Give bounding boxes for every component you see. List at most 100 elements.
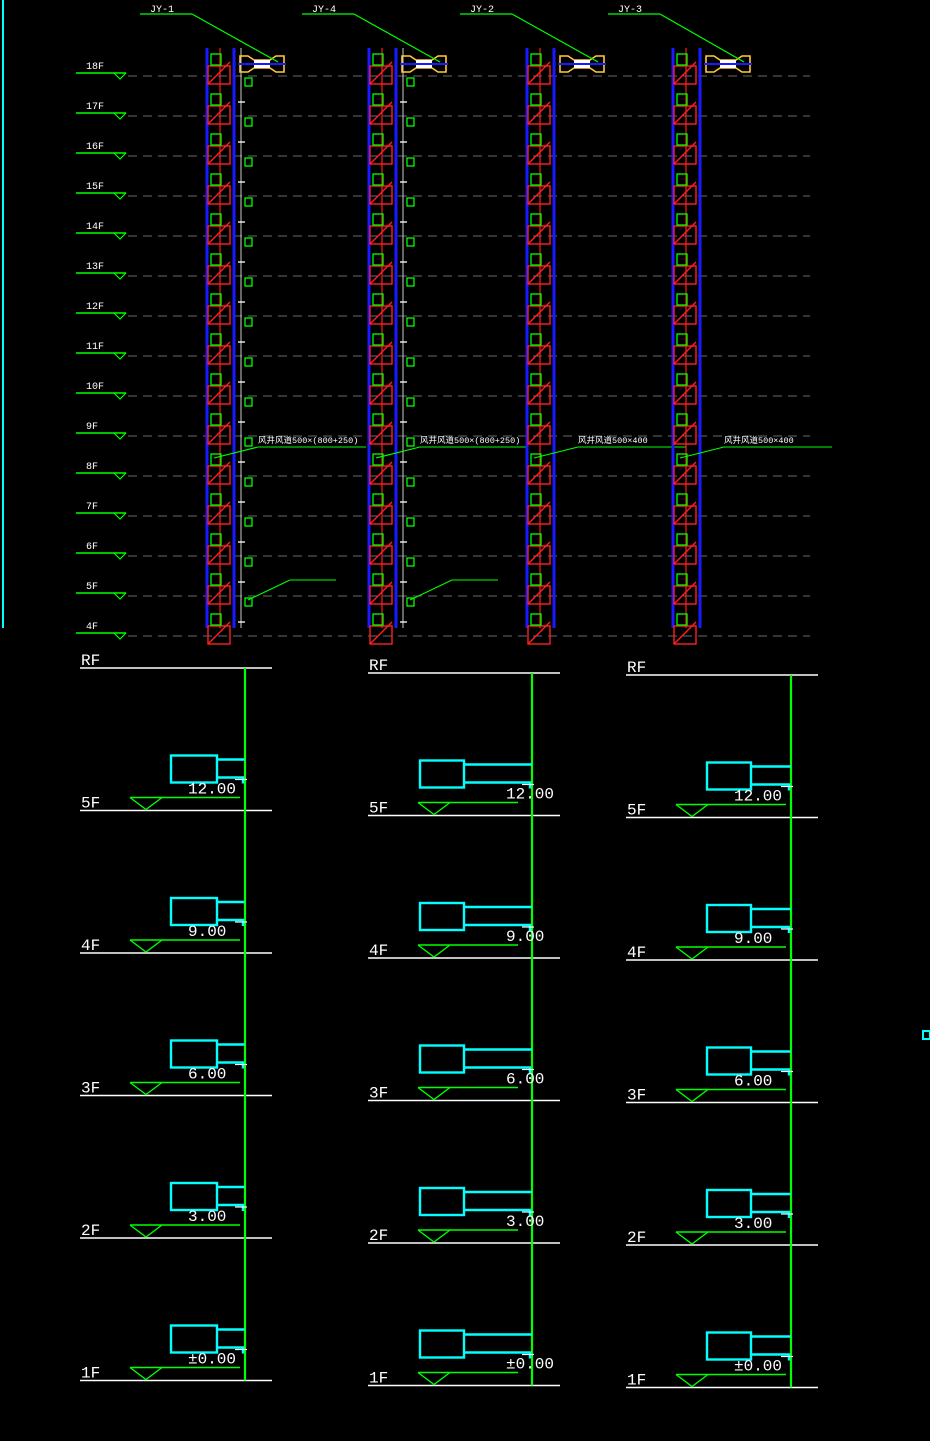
floor-label: 11F xyxy=(86,342,104,353)
damper-icon xyxy=(372,133,384,146)
bracket xyxy=(673,185,697,205)
bracket xyxy=(207,465,231,485)
bracket-diagonal xyxy=(673,301,697,325)
bracket-diagonal xyxy=(527,461,551,485)
elevation-triangle xyxy=(417,1086,451,1101)
bracket-diagonal xyxy=(369,381,393,405)
bracket xyxy=(527,305,551,325)
damper-icon xyxy=(210,173,222,186)
floor-label: 15F xyxy=(86,182,104,193)
bracket-diagonal xyxy=(673,381,697,405)
level-triangle xyxy=(113,632,127,640)
damper-icon xyxy=(372,453,384,466)
damper-icon xyxy=(210,453,222,466)
bracket xyxy=(527,225,551,245)
floor-label: 9F xyxy=(86,422,98,433)
damper-icon xyxy=(372,53,384,66)
outlet-icon xyxy=(406,477,415,487)
bracket-diagonal xyxy=(673,341,697,365)
bracket-diagonal xyxy=(369,501,393,525)
elevation-value: 6.00 xyxy=(506,1071,544,1089)
damper-icon xyxy=(676,493,688,506)
damper-icon xyxy=(372,293,384,306)
outlet-icon xyxy=(406,237,415,247)
floor-label: RF xyxy=(369,657,388,675)
floor-label: 4F xyxy=(627,944,646,962)
bracket-diagonal xyxy=(527,301,551,325)
riser-id-label: JY-3 xyxy=(618,5,642,16)
bracket-diagonal xyxy=(673,141,697,165)
bracket-diagonal xyxy=(527,581,551,605)
damper-icon xyxy=(676,453,688,466)
riser-id-label: JY-2 xyxy=(470,5,494,16)
bracket-diagonal xyxy=(369,181,393,205)
fan-coil-unit xyxy=(169,1039,219,1069)
bracket xyxy=(207,625,231,645)
damper-icon xyxy=(530,573,542,586)
floor-label: 13F xyxy=(86,262,104,273)
bracket-diagonal xyxy=(369,541,393,565)
bracket-diagonal xyxy=(369,221,393,245)
bracket xyxy=(527,105,551,125)
outlet-icon xyxy=(406,157,415,167)
level-triangle xyxy=(113,152,127,160)
bracket xyxy=(673,585,697,605)
outlet-icon xyxy=(244,317,253,327)
bracket xyxy=(673,625,697,645)
damper-icon xyxy=(372,213,384,226)
bracket xyxy=(527,425,551,445)
bracket xyxy=(527,385,551,405)
bracket-diagonal xyxy=(207,61,231,85)
floor-label: 12F xyxy=(86,302,104,313)
damper-icon xyxy=(676,373,688,386)
bracket xyxy=(527,185,551,205)
damper-icon xyxy=(676,173,688,186)
floor-label: 2F xyxy=(369,1227,388,1245)
bracket xyxy=(369,625,393,645)
damper-icon xyxy=(210,573,222,586)
damper-icon xyxy=(530,293,542,306)
outlet-icon xyxy=(244,77,253,87)
bracket xyxy=(673,345,697,365)
bracket xyxy=(207,225,231,245)
damper-icon xyxy=(676,133,688,146)
damper-icon xyxy=(372,93,384,106)
elevation-triangle xyxy=(417,1229,451,1243)
bracket xyxy=(527,585,551,605)
fan-coil-unit xyxy=(705,1331,753,1361)
floor-label: 3F xyxy=(627,1087,646,1105)
elevation-value: 3.00 xyxy=(734,1215,772,1233)
damper-icon xyxy=(676,573,688,586)
damper-icon xyxy=(372,413,384,426)
bracket-diagonal xyxy=(673,181,697,205)
bracket-diagonal xyxy=(527,421,551,445)
bracket xyxy=(673,225,697,245)
connecting-duct xyxy=(464,1333,532,1359)
bracket xyxy=(207,265,231,285)
bracket-diagonal xyxy=(207,541,231,565)
bracket xyxy=(369,265,393,285)
elevation-value: ±0.00 xyxy=(506,1356,554,1374)
fan-coil-unit xyxy=(169,896,219,927)
elevation-triangle xyxy=(129,1224,163,1238)
outlet-icon xyxy=(244,597,253,607)
damper-icon xyxy=(372,253,384,266)
connecting-duct xyxy=(464,1190,532,1216)
damper-icon xyxy=(676,53,688,66)
elevation-value: ±0.00 xyxy=(188,1351,236,1369)
connecting-duct xyxy=(751,1050,791,1076)
bracket xyxy=(369,145,393,165)
riser-leader-line xyxy=(511,13,599,63)
bracket-diagonal xyxy=(369,581,393,605)
bracket-diagonal xyxy=(527,101,551,125)
riser-leader-line xyxy=(191,13,279,63)
bracket-diagonal xyxy=(369,301,393,325)
damper-icon xyxy=(530,453,542,466)
floor-label: 4F xyxy=(86,622,98,633)
callout-leader xyxy=(679,446,725,459)
level-triangle xyxy=(113,472,127,480)
elevation-triangle xyxy=(129,1366,163,1381)
